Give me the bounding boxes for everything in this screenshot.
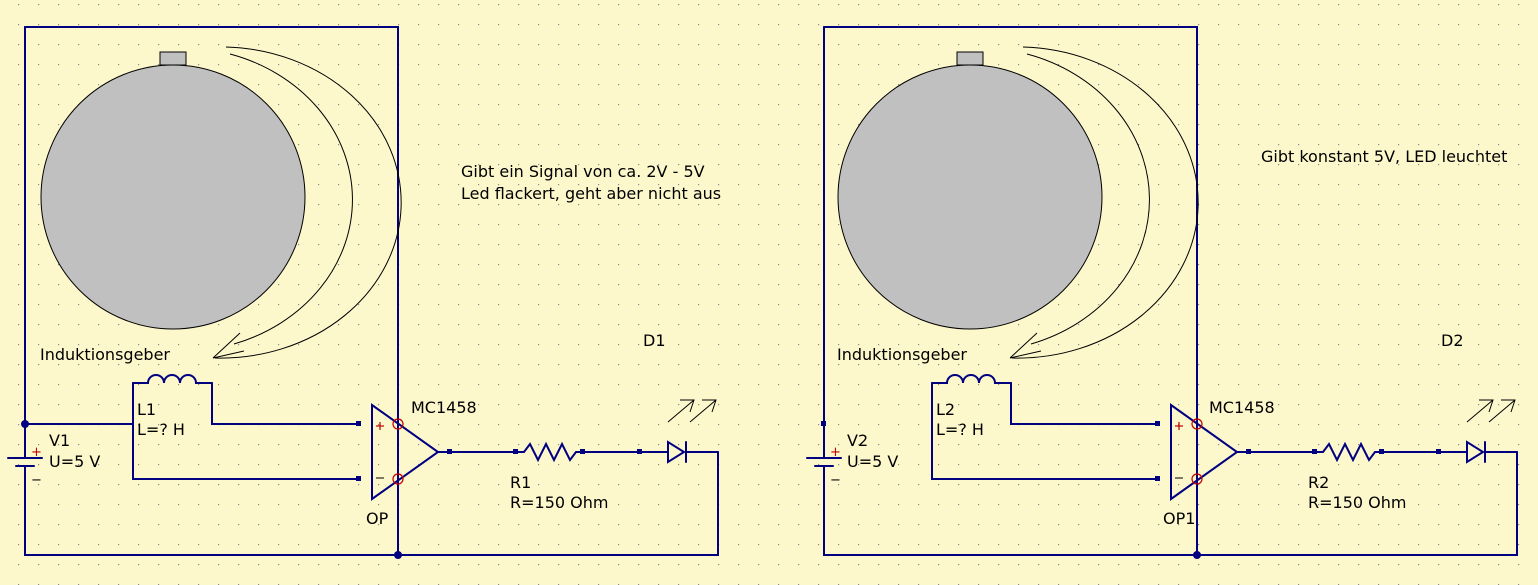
circuit-1-resistor-name: R1 — [510, 473, 531, 492]
circuit-1-opamp — [356, 403, 452, 501]
circuit-2-inductor — [931, 374, 1012, 384]
circuit-1-inductor — [132, 374, 213, 384]
circuit-1-note-line-1: Gibt ein Signal von ca. 2V - 5V — [461, 162, 705, 181]
circuit-2-diode-name: D2 — [1441, 331, 1464, 350]
circuit-2-inductor-name: L2 — [936, 400, 955, 419]
circuit-1-source-name: V1 — [49, 431, 70, 450]
circuit-1-resistor-value: R=150 Ohm — [510, 493, 608, 512]
circuit-1-wires — [21, 26, 719, 559]
circuit-1-voltage-source: + − — [7, 423, 43, 501]
circuit-2-wires — [823, 26, 1518, 559]
circuit-2-sensor-label: Induktionsgeber — [837, 345, 967, 364]
circuit-1-sensor-label: Induktionsgeber — [40, 345, 170, 364]
circuit-2-note-line-1: Gibt konstant 5V, LED leuchtet — [1261, 147, 1507, 166]
circuit-2-led — [1436, 399, 1516, 464]
circuit-2-resistor-name: R2 — [1308, 473, 1329, 492]
source-plus-sign: + — [830, 445, 841, 460]
source-plus-sign: + — [31, 445, 42, 460]
circuit-2-opamp-part: MC1458 — [1209, 398, 1275, 417]
circuit-2-opamp-name: OP1 — [1163, 509, 1195, 528]
circuit-2-source-value: U=5 V — [847, 452, 898, 471]
circuit-2-rotor-disc — [837, 51, 1103, 330]
circuit-1-opamp-part: MC1458 — [411, 398, 477, 417]
circuit-1-rotor-disc — [40, 51, 306, 330]
circuit-1-resistor — [513, 441, 585, 463]
circuit-1-source-value: U=5 V — [49, 452, 100, 471]
circuit-1-note-line-2: Led flackert, geht aber nicht aus — [461, 184, 721, 203]
circuit-2-opamp — [1155, 403, 1251, 501]
circuit-1-diode-name: D1 — [643, 331, 666, 350]
circuit-2: + − — [806, 26, 1518, 559]
circuit-1-opamp-name: OP — [366, 509, 389, 528]
source-minus-sign: − — [830, 473, 841, 488]
junction-node — [1193, 551, 1201, 559]
circuit-1-inductor-name: L1 — [137, 400, 156, 419]
circuit-2-inductor-value: L=? H — [936, 420, 984, 439]
junction-node — [394, 551, 402, 559]
circuit-1-rotation-arrow — [212, 46, 402, 359]
circuit-1-led — [637, 399, 717, 464]
circuit-2-voltage-source: + − — [806, 421, 842, 501]
circuit-1-inductor-value: L=? H — [137, 420, 185, 439]
circuit-2-source-name: V2 — [847, 431, 868, 450]
circuit-1: + − — [7, 26, 721, 559]
circuit-2-resistor — [1312, 441, 1384, 463]
source-minus-sign: − — [31, 473, 42, 488]
circuit-2-rotation-arrow — [1009, 46, 1199, 359]
circuit-2-resistor-value: R=150 Ohm — [1308, 493, 1406, 512]
